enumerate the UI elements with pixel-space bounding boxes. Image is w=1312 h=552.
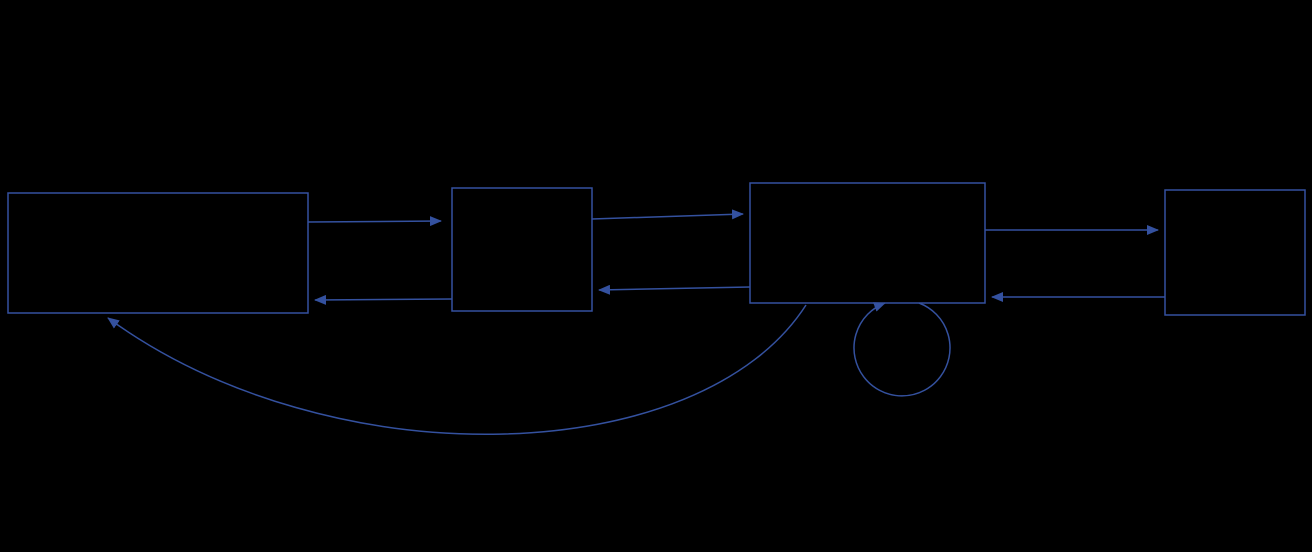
self-loop-box3 (853, 302, 951, 397)
arrow-box2-to-box1 (314, 294, 453, 305)
arrow-box3-to-box2 (598, 284, 751, 295)
arrow-box2-to-box3 (591, 209, 744, 220)
feedback-arrow-box3-to-box1 (107, 304, 807, 435)
flow-box-3 (749, 182, 986, 304)
flow-box-1 (7, 192, 309, 314)
arrow-box1-to-box2 (307, 216, 442, 227)
flow-box-4 (1164, 189, 1306, 316)
flow-box-2 (451, 187, 593, 312)
